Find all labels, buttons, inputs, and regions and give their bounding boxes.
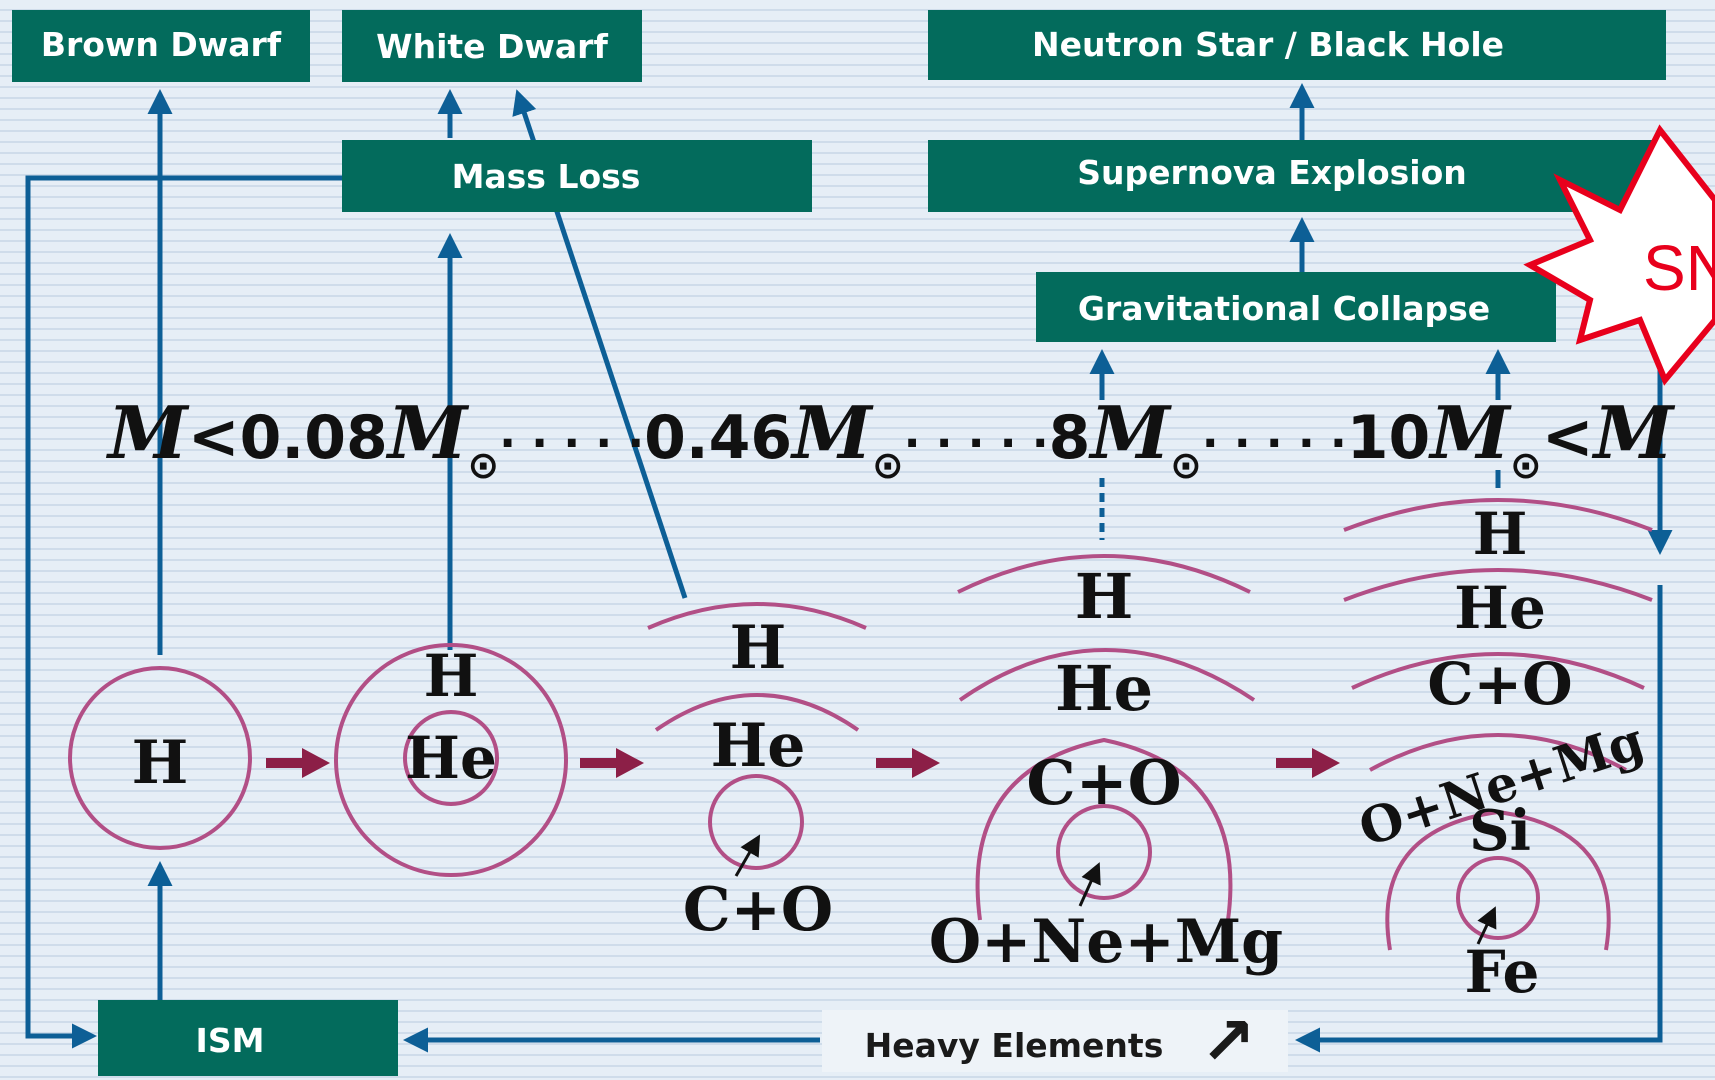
star2-outer-label: H (424, 642, 479, 710)
star5-shell-onemg (1369, 733, 1627, 772)
less-than-sign: < (188, 400, 240, 473)
sun-symbol-icon: ⊙ (467, 443, 499, 487)
gravitational-collapse-label: Gravitational Collapse (1078, 289, 1490, 328)
flow-right-to-heavy-elements (1295, 585, 1663, 1053)
star3-layer-label: H (730, 613, 787, 683)
star4-shell-he (958, 648, 1256, 702)
star-stage-4 (957, 554, 1256, 921)
mass-symbol: M (105, 390, 190, 475)
sun-symbol-icon: ⊙ (1170, 443, 1202, 487)
star3-shell-h (647, 602, 867, 630)
star-stage-2 (334, 643, 568, 877)
mass-loss-box: Mass Loss (342, 140, 812, 212)
heavy-elements-arrow-icon: ↗ (1200, 1003, 1255, 1080)
star3-core-label: C+O (683, 875, 833, 945)
heavy-elements-box: Heavy Elements ↗ (822, 1003, 1288, 1080)
star3-shell-he (654, 693, 860, 732)
neutron-star-box: Neutron Star / Black Hole (928, 10, 1666, 80)
supernova-box: Supernova Explosion (928, 140, 1666, 212)
star1-shell (68, 666, 252, 850)
star4-shell-h (957, 554, 1251, 594)
stage-arrow-icon (580, 748, 644, 778)
burst-star-icon (1523, 124, 1715, 386)
star4-layer-label: H (1075, 560, 1134, 633)
star2-outer-shell (334, 643, 568, 877)
star-stage-5 (1343, 498, 1653, 951)
star-stage-3 (647, 602, 867, 870)
star5-core-pointer (1476, 906, 1497, 945)
star5-shell-he (1343, 568, 1653, 602)
star3-core-shell (708, 774, 804, 870)
ism-label: ISM (196, 1021, 265, 1060)
star2-core-shell (403, 710, 499, 806)
ism-box: ISM (98, 1000, 398, 1076)
mass-symbol: M (385, 390, 470, 475)
mass-loss-label: Mass Loss (452, 157, 641, 196)
stage-arrow-icon (266, 748, 330, 778)
mass-symbol: M (1427, 390, 1512, 475)
mass-threshold-2: 0.46 (644, 403, 792, 473)
white-dwarf-box: White Dwarf (342, 10, 642, 82)
burst-label: SN (1643, 232, 1715, 304)
star4-layer-label: He (1055, 652, 1153, 725)
star4-layer-label: C+O (1026, 746, 1181, 819)
star3-layer-label: He (711, 711, 806, 781)
mass-scale-dots: · · · · · (1202, 418, 1347, 469)
stage-arrow-icon (876, 748, 940, 778)
flow-mass-loss-to-ism (25, 175, 345, 1049)
flow-lines (25, 83, 1673, 1053)
star5-layer-label: Si (1469, 798, 1531, 864)
star3-core-pointer (734, 834, 761, 877)
star1-core-label: H (132, 728, 189, 798)
star4-shell-co (975, 737, 1233, 921)
stage-arrows (266, 748, 1340, 778)
sun-symbol-icon: ⊙ (872, 443, 904, 487)
star4-core-pointer (1078, 862, 1101, 907)
mass-threshold-3: 8 (1049, 403, 1091, 473)
mass-symbol: M (1591, 390, 1676, 475)
less-than-sign: < (1542, 400, 1594, 473)
mass-threshold-4: 10 (1347, 403, 1431, 473)
sun-symbol-icon: ⊙ (1510, 443, 1542, 487)
star5-layer-label: H (1473, 500, 1528, 568)
star5-shell-h (1343, 498, 1653, 532)
star5-shell-co (1351, 652, 1645, 690)
mass-symbol: M (1087, 390, 1172, 475)
star5-layer-label: He (1454, 574, 1546, 642)
star2-core-label: He (405, 724, 497, 792)
neutron-star-label: Neutron Star / Black Hole (1032, 25, 1504, 64)
star5-shell-si (1385, 809, 1611, 951)
supernova-label: Supernova Explosion (1077, 153, 1467, 192)
star4-core-shell (1056, 804, 1152, 900)
brown-dwarf-label: Brown Dwarf (41, 25, 282, 64)
star5-core-label: Fe (1465, 938, 1540, 1006)
gravitational-collapse-box: Gravitational Collapse (1036, 272, 1556, 342)
star5-core-shell (1456, 856, 1540, 940)
brown-dwarf-box: Brown Dwarf (12, 10, 310, 82)
heavy-elements-label: Heavy Elements (865, 1026, 1164, 1065)
stage-arrow-icon (1276, 748, 1340, 778)
mass-symbol: M (789, 390, 874, 475)
mass-scale-dots: · · · · · (904, 418, 1049, 469)
star4-core-label: O+Ne+Mg (929, 907, 1283, 977)
mass-scale-dots: · · · · · (499, 418, 644, 469)
mass-scale: M<0.08M⊙· · · · ·0.46M⊙· · · · ·8M⊙· · ·… (105, 390, 1676, 487)
star5-layer-label: C+O (1427, 650, 1572, 718)
star-stage-1 (68, 666, 252, 850)
mass-threshold-1: 0.08 (240, 403, 388, 473)
white-dwarf-label: White Dwarf (376, 27, 608, 66)
supernova-burst: SN (1523, 124, 1715, 386)
